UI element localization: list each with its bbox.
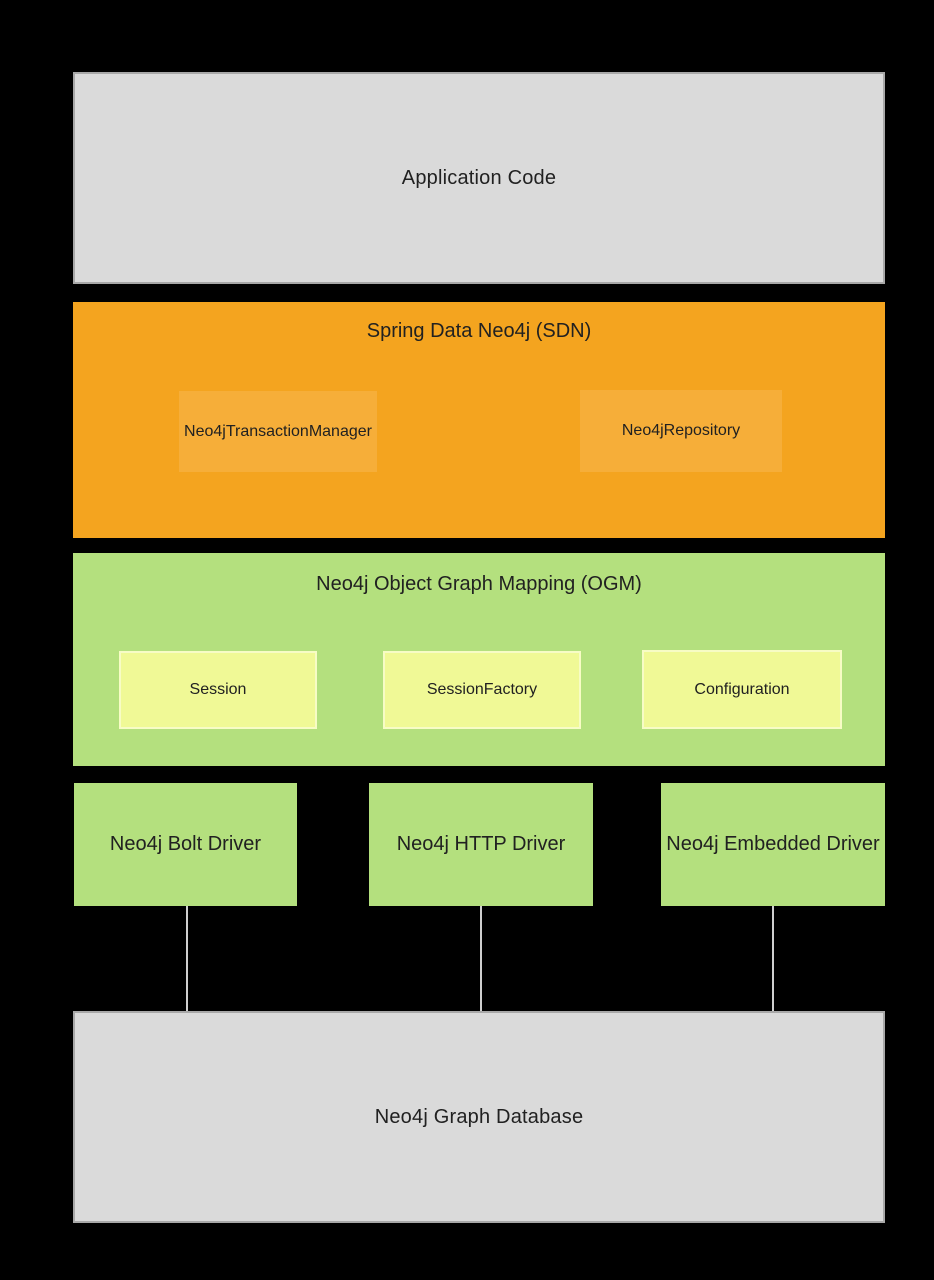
application-code-box: Application Code [73, 72, 885, 284]
embedded-driver-box: Neo4j Embedded Driver [661, 783, 885, 906]
connector-line-embedded [772, 906, 774, 1011]
application-code-label: Application Code [401, 166, 557, 189]
neo4j-transaction-manager-label: Neo4jTransactionManager [184, 422, 372, 440]
connector-line-bolt [186, 906, 188, 1011]
ogm-layer-title: Neo4j Object Graph Mapping (OGM) [316, 573, 642, 595]
ogm-layer-box: Neo4j Object Graph Mapping (OGM) Session… [73, 553, 885, 766]
neo4j-transaction-manager-box: Neo4jTransactionManager [179, 391, 377, 472]
sdn-layer-box: Spring Data Neo4j (SDN) Neo4jTransaction… [73, 302, 885, 538]
graph-database-box: Neo4j Graph Database [73, 1011, 885, 1223]
http-driver-box: Neo4j HTTP Driver [369, 783, 593, 906]
http-driver-label: Neo4j HTTP Driver [396, 833, 566, 855]
session-factory-box: SessionFactory [383, 651, 581, 729]
sdn-layer-title: Spring Data Neo4j (SDN) [366, 320, 592, 342]
connector-line-http [480, 906, 482, 1011]
configuration-label: Configuration [694, 680, 790, 698]
session-box: Session [119, 651, 317, 729]
bolt-driver-box: Neo4j Bolt Driver [74, 783, 297, 906]
graph-database-label: Neo4j Graph Database [374, 1105, 584, 1128]
session-factory-label: SessionFactory [426, 681, 538, 698]
session-label: Session [189, 681, 247, 698]
neo4j-repository-box: Neo4jRepository [580, 390, 782, 472]
bolt-driver-label: Neo4j Bolt Driver [109, 833, 262, 855]
configuration-box: Configuration [642, 650, 842, 729]
embedded-driver-label: Neo4j Embedded Driver [666, 833, 880, 855]
neo4j-repository-label: Neo4jRepository [621, 422, 741, 439]
